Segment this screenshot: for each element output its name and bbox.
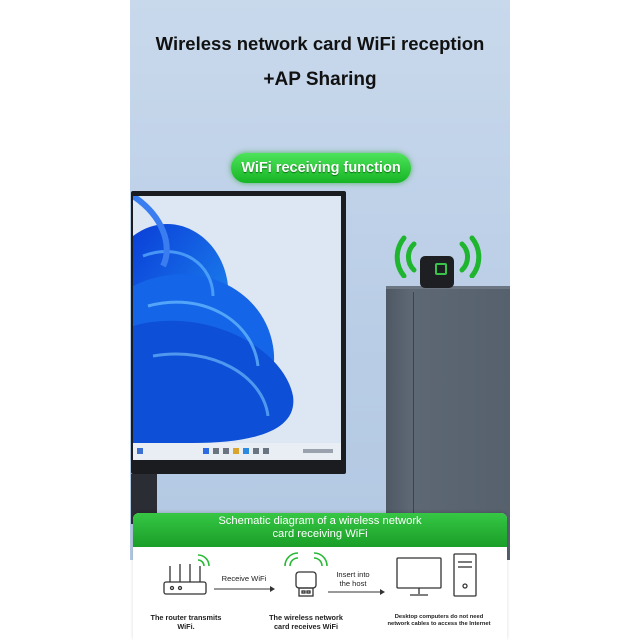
step-insert-line2: the host xyxy=(339,579,367,588)
card-caption: The wireless network card receives WiFi xyxy=(254,613,358,631)
step-insert-line1: Insert into xyxy=(336,570,370,579)
cabinet-door-line xyxy=(413,292,414,560)
subheadline: +AP Sharing xyxy=(263,69,377,90)
router-caption: The router transmits WiFi. xyxy=(141,613,231,631)
wifi-signal-icon xyxy=(394,235,482,278)
headline: Wireless network card WiFi reception xyxy=(155,33,485,54)
adapter-led xyxy=(435,263,447,275)
diagram-title-line2: card receiving WiFi xyxy=(272,528,368,540)
desktop-computer-icon xyxy=(396,553,477,597)
taskbar-icons xyxy=(137,448,333,454)
card-caption-line1: The wireless network xyxy=(269,613,343,622)
left-margin xyxy=(0,0,130,640)
arrow-right-icon xyxy=(214,586,275,592)
diagram-title: Schematic diagram of a wireless network … xyxy=(133,515,507,541)
router-caption-line2: WiFi. xyxy=(177,622,195,631)
diagram-title-line1: Schematic diagram of a wireless network xyxy=(218,515,422,527)
right-margin xyxy=(510,0,640,640)
router-icon xyxy=(163,554,210,595)
usb-adapter-icon xyxy=(284,552,328,597)
wifi-adapter-device xyxy=(420,256,454,288)
arrow-right-icon xyxy=(328,589,385,595)
diagram-header xyxy=(133,513,507,547)
step-receive-label: Receive WiFi xyxy=(221,574,267,583)
function-badge: WiFi receiving function xyxy=(231,153,411,183)
step-insert-label: Insert into the host xyxy=(324,570,382,588)
desktop-caption-line2: network cables to access the Internet xyxy=(387,621,491,627)
monitor-screen xyxy=(133,196,341,443)
taskbar xyxy=(133,443,341,460)
desktop-caption-line1: Desktop computers do not need xyxy=(394,614,484,620)
card-caption-line2: card receives WiFi xyxy=(273,622,339,631)
router-caption-line1: The router transmits xyxy=(150,613,222,622)
wallpaper-bloom-icon xyxy=(133,196,341,443)
desktop-caption: Desktop computers do not need network ca… xyxy=(380,614,498,628)
